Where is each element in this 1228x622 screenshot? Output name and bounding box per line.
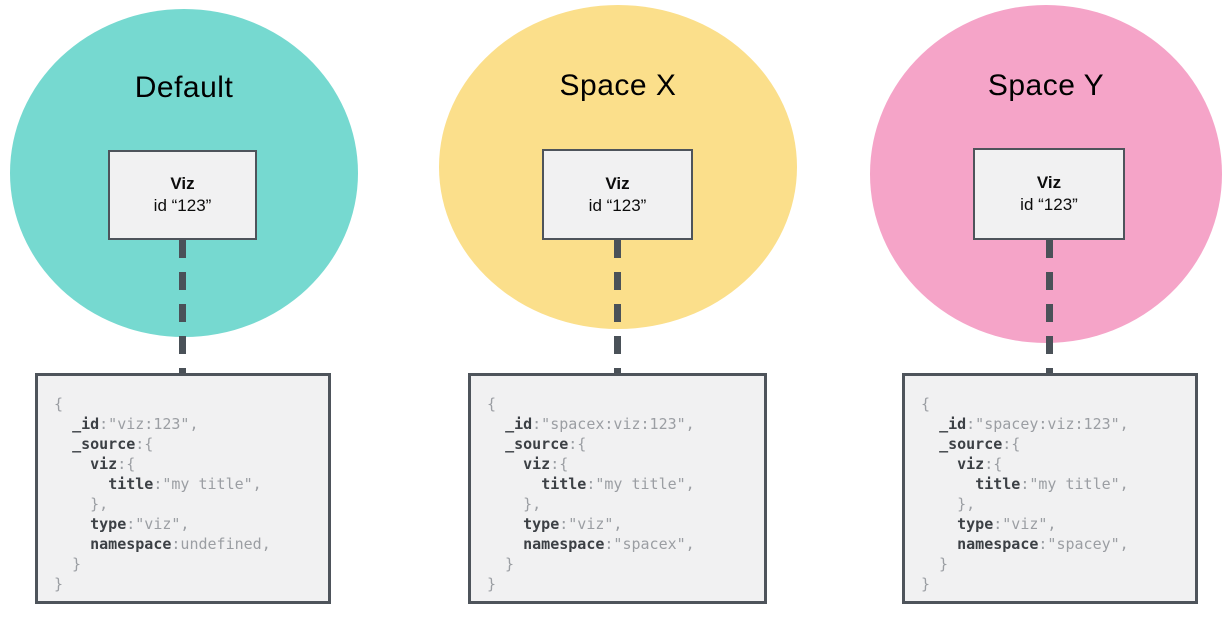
viz-card-spacex: Viz id “123” [542, 149, 693, 240]
space-title-spacey: Space Y [987, 69, 1105, 102]
code-line: _id:"spacex:viz:123", [505, 415, 695, 433]
code-line: type:"viz", [957, 515, 1057, 533]
document-json-default: { _id:"viz:123", _source:{ viz:{ title:"… [35, 373, 331, 604]
code-line: } [54, 575, 64, 593]
code-line: } [487, 555, 515, 573]
code-line: { [921, 395, 931, 413]
viz-card-title: Viz [1036, 173, 1062, 192]
code-line: type:"viz", [523, 515, 623, 533]
code-line: _source:{ [939, 435, 1021, 453]
code-line: }, [487, 495, 542, 513]
viz-card-title: Viz [605, 173, 630, 193]
code-line: namespace:undefined, [90, 535, 271, 553]
connector-dashed-line-spacex [614, 240, 621, 373]
code-line: } [54, 555, 82, 573]
viz-card-id: id “123” [1020, 195, 1078, 214]
code-line: { [487, 395, 497, 413]
space-title-spacex: Space X [559, 69, 677, 102]
code-line: title:"my title", [108, 475, 262, 493]
code-line: namespace:"spacex", [523, 535, 695, 553]
code-line: viz:{ [90, 455, 136, 473]
code-line: { [54, 395, 64, 413]
code-line: type:"viz", [90, 515, 190, 533]
viz-card-title: Viz [170, 174, 195, 193]
code-line: }, [54, 495, 109, 513]
code-line: title:"my title", [541, 475, 695, 493]
code-line: namespace:"spacey", [957, 535, 1129, 553]
code-line: } [487, 575, 497, 593]
code-line: viz:{ [957, 455, 1003, 473]
viz-card-default: Viz id “123” [108, 150, 257, 240]
code-line: _source:{ [72, 435, 154, 453]
space-title-default: Default [134, 71, 234, 104]
code-line: } [921, 575, 931, 593]
code-line: } [921, 555, 949, 573]
code-line: title:"my title", [975, 475, 1129, 493]
code-line: _source:{ [505, 435, 587, 453]
connector-dashed-line-spacey [1046, 240, 1053, 373]
code-line: }, [921, 495, 976, 513]
code-line: _id:"spacey:viz:123", [939, 415, 1129, 433]
viz-card-spacey: Viz id “123” [973, 148, 1125, 240]
viz-card-id: id “123” [153, 196, 212, 215]
document-json-spacex: { _id:"spacex:viz:123", _source:{ viz:{ … [468, 373, 767, 604]
connector-dashed-line-default [179, 240, 186, 373]
document-json-spacey: { _id:"spacey:viz:123", _source:{ viz:{ … [902, 373, 1198, 604]
viz-card-id: id “123” [588, 195, 647, 215]
code-line: viz:{ [523, 455, 569, 473]
code-line: _id:"viz:123", [72, 415, 199, 433]
